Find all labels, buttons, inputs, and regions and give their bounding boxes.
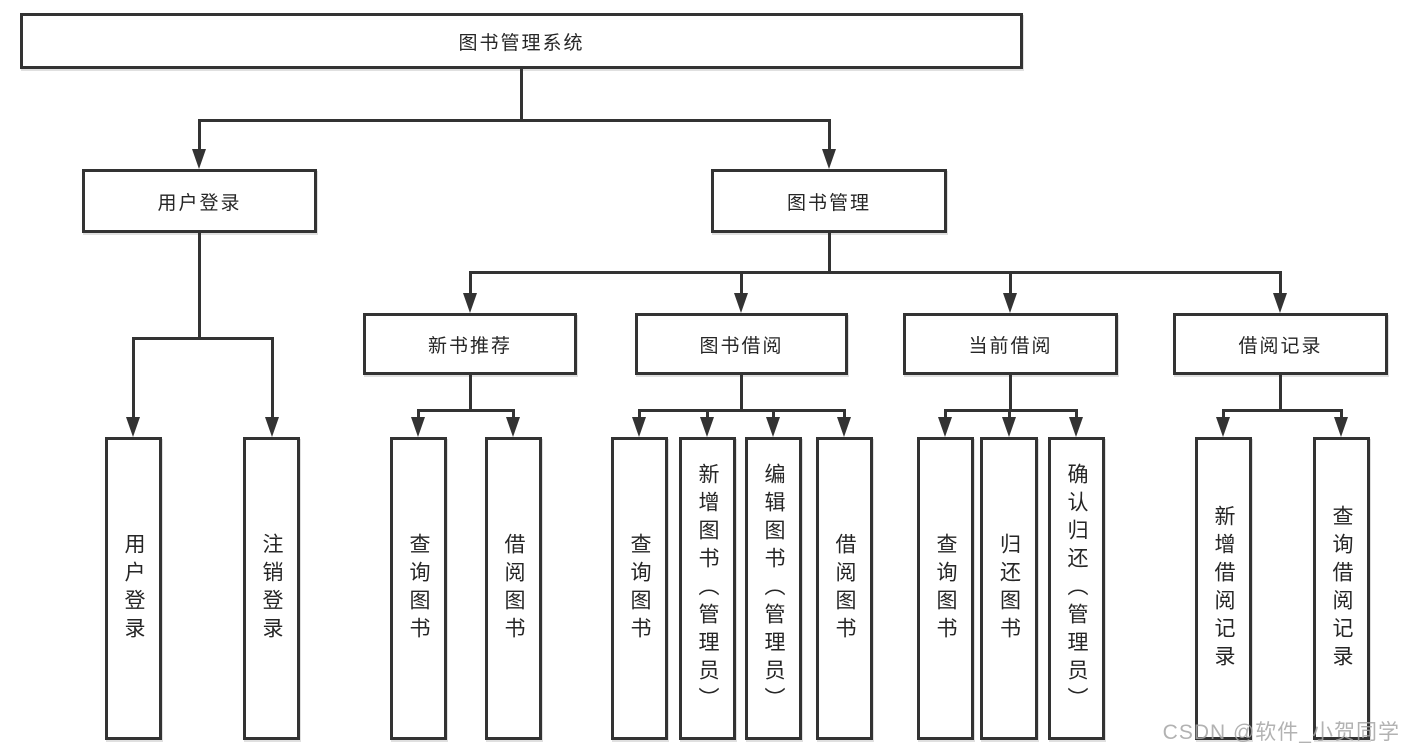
- node-label: 编辑图书（管理员）: [762, 462, 785, 715]
- node-label: 确认归还（管理员）: [1065, 462, 1088, 715]
- arrow-down-icon: [1334, 417, 1348, 437]
- node-label: 查询图书: [628, 532, 651, 645]
- node-borrowing-records: 借阅记录: [1173, 313, 1388, 375]
- connector-line: [1340, 409, 1343, 417]
- connector-line: [512, 409, 515, 417]
- node-label: 借阅图书: [502, 532, 525, 645]
- csdn-watermark: CSDN @软件_小贺同学: [1162, 721, 1400, 744]
- connector-line: [1222, 409, 1225, 417]
- arrow-down-icon: [463, 293, 477, 313]
- node-label: 借阅图书: [833, 532, 856, 645]
- leaf-edit-books-admin: 编辑图书（管理员）: [745, 437, 802, 740]
- connector-line: [271, 337, 274, 417]
- leaf-add-books-admin: 新增图书（管理员）: [679, 437, 736, 740]
- node-label: 新增图书（管理员）: [696, 462, 719, 715]
- node-label: 查询借阅记录: [1330, 504, 1353, 673]
- connector-line: [828, 119, 831, 149]
- connector-line: [1279, 271, 1282, 293]
- arrow-down-icon: [265, 417, 279, 437]
- node-label: 图书管理: [786, 192, 871, 214]
- node-new-book-recommendation: 新书推荐: [363, 313, 577, 375]
- node-label: 归还图书: [997, 532, 1021, 645]
- connector-line: [740, 271, 743, 293]
- node-label: 当前借阅: [968, 335, 1053, 357]
- connector-line: [132, 337, 135, 417]
- connector-line: [1008, 409, 1011, 417]
- node-label: 注销登录: [260, 532, 283, 645]
- arrow-down-icon: [837, 417, 851, 437]
- connector-line: [1279, 375, 1282, 412]
- connector-line: [198, 119, 201, 149]
- connector-line: [706, 409, 709, 417]
- node-label: 查询图书: [407, 532, 430, 645]
- arrow-down-icon: [1002, 417, 1016, 437]
- arrow-down-icon: [1273, 293, 1287, 313]
- connector-line: [1075, 409, 1078, 417]
- leaf-logout: 注销登录: [243, 437, 300, 740]
- arrow-down-icon: [700, 417, 714, 437]
- node-label: 新书推荐: [427, 335, 512, 357]
- connector-line: [1009, 375, 1012, 412]
- connector-line: [520, 69, 523, 122]
- node-label: 图书借阅: [699, 335, 784, 357]
- arrow-down-icon: [822, 149, 836, 169]
- node-label: 图书管理系统: [458, 32, 585, 54]
- arrow-down-icon: [766, 417, 780, 437]
- node-label: 用户登录: [157, 192, 242, 214]
- connector-line: [1009, 271, 1012, 293]
- node-current-borrowing: 当前借阅: [903, 313, 1118, 375]
- connector-line: [740, 375, 743, 412]
- connector-line: [944, 409, 947, 417]
- connector-line: [1222, 409, 1343, 412]
- node-root-library-management-system: 图书管理系统: [20, 13, 1023, 69]
- leaf-borrow-books-borrowing: 借阅图书: [816, 437, 873, 740]
- arrow-down-icon: [1216, 417, 1230, 437]
- connector-line: [198, 119, 831, 122]
- connector-line: [469, 271, 1282, 274]
- leaf-return-books: 归还图书: [980, 437, 1038, 740]
- arrow-down-icon: [1003, 293, 1017, 313]
- arrow-down-icon: [632, 417, 646, 437]
- leaf-user-login: 用户登录: [105, 437, 162, 740]
- connector-line: [772, 409, 775, 417]
- connector-line: [843, 409, 846, 417]
- node-user-login: 用户登录: [82, 169, 317, 233]
- connector-line: [417, 409, 420, 417]
- leaf-add-borrow-record: 新增借阅记录: [1195, 437, 1252, 740]
- node-label: 新增借阅记录: [1212, 504, 1235, 673]
- node-label: 查询图书: [934, 532, 957, 645]
- arrow-down-icon: [734, 293, 748, 313]
- connector-line: [132, 337, 274, 340]
- arrow-down-icon: [1069, 417, 1083, 437]
- node-book-management: 图书管理: [711, 169, 947, 233]
- arrow-down-icon: [938, 417, 952, 437]
- leaf-query-books-recommend: 查询图书: [390, 437, 447, 740]
- connector-line: [944, 409, 1078, 412]
- leaf-query-borrow-record: 查询借阅记录: [1313, 437, 1370, 740]
- connector-line: [638, 409, 846, 412]
- connector-line: [828, 233, 831, 274]
- connector-line: [198, 233, 201, 340]
- leaf-borrow-books-recommend: 借阅图书: [485, 437, 542, 740]
- arrow-down-icon: [192, 149, 206, 169]
- node-label: 借阅记录: [1238, 335, 1323, 357]
- leaf-query-books-borrowing: 查询图书: [611, 437, 668, 740]
- node-book-borrowing: 图书借阅: [635, 313, 848, 375]
- leaf-confirm-return-admin: 确认归还（管理员）: [1048, 437, 1105, 740]
- leaf-query-books-current: 查询图书: [917, 437, 974, 740]
- arrow-down-icon: [506, 417, 520, 437]
- connector-line: [638, 409, 641, 417]
- arrow-down-icon: [126, 417, 140, 437]
- node-label: 用户登录: [122, 532, 145, 645]
- connector-line: [469, 375, 472, 412]
- connector-line: [417, 409, 515, 412]
- connector-line: [469, 271, 472, 293]
- arrow-down-icon: [411, 417, 425, 437]
